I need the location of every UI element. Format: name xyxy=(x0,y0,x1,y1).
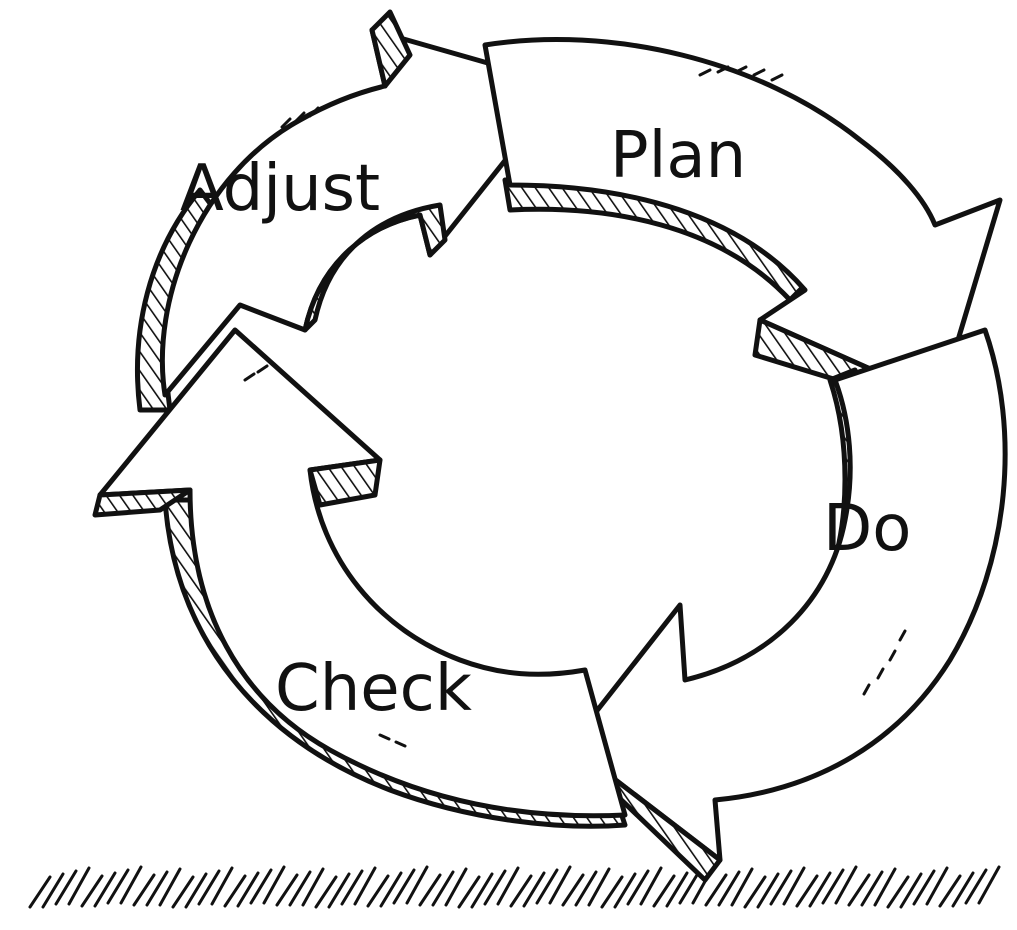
ground-hatch-line xyxy=(67,866,91,906)
arrow-check-strokes xyxy=(243,364,407,748)
ground-hatch-line xyxy=(379,871,403,908)
ground-hatch-line xyxy=(717,870,741,907)
ground-hatch-line xyxy=(847,873,871,907)
ground-hatch-line xyxy=(756,872,780,909)
arrow-check-head-shadow xyxy=(92,487,193,518)
ground-hatch-line xyxy=(366,874,390,908)
arrow-plan-strokes xyxy=(698,65,784,82)
ground-hatch-line xyxy=(548,865,572,905)
ground-hatch-line xyxy=(145,870,169,907)
ground-hatch-line xyxy=(834,865,858,905)
ground-hatch-line xyxy=(561,873,585,907)
ground-hatch-line xyxy=(509,874,533,908)
ground-hatch-line xyxy=(249,868,273,905)
arrow-do xyxy=(567,327,1008,883)
ground-hatch-line xyxy=(54,869,78,906)
ground-hatch-line xyxy=(80,874,104,908)
arrow-do-body xyxy=(567,327,1008,863)
ground-hatch-line xyxy=(587,867,611,907)
ground-hatch-line xyxy=(132,873,156,907)
ground-hatch-line xyxy=(483,869,507,906)
ground-hatch-line xyxy=(470,872,494,909)
ground-hatch-line xyxy=(769,869,793,906)
ground-hatch-line xyxy=(353,866,377,906)
ground-hatch-line xyxy=(431,870,455,907)
ground-hatch-line xyxy=(665,871,689,908)
ground-hatch-line xyxy=(912,869,936,906)
ground-hatch-line xyxy=(925,866,949,906)
ground-hatch-line xyxy=(340,869,364,906)
arrow-adjust xyxy=(135,9,568,413)
arrow-check xyxy=(92,327,628,829)
ground-hatch-line xyxy=(184,872,208,909)
ground-hatch-line xyxy=(704,873,728,907)
ground-hatch-line xyxy=(600,875,624,909)
ground-hatch-line xyxy=(639,866,663,906)
ground-hatch-line xyxy=(418,873,442,907)
ground-hatch-line xyxy=(964,868,988,905)
ground-hatch-line xyxy=(106,868,130,905)
ground-hatch-line xyxy=(652,874,676,908)
arrow-plan-body xyxy=(482,36,1003,403)
ground-hatch-line xyxy=(496,866,520,906)
ground-hatch-line xyxy=(860,870,884,907)
stage-label-check: Check xyxy=(275,652,472,726)
ground-hatch-line xyxy=(314,875,338,909)
arrow-check-inner-shadow xyxy=(307,457,383,508)
arrow-do-strokes xyxy=(862,629,907,696)
ground-hatch-line xyxy=(223,874,247,908)
ground-hatch-line xyxy=(262,865,286,905)
ground-hatch-line xyxy=(522,871,546,908)
ground-hatch-line xyxy=(977,865,1001,905)
ground-hatch-line xyxy=(171,875,195,909)
ground-hatch-line xyxy=(808,871,832,908)
ground-hatch-line xyxy=(938,874,962,908)
arrow-adjust-strokes xyxy=(280,106,320,129)
arrow-adjust-inner-shadow xyxy=(302,202,448,333)
ground-hatch-line xyxy=(730,867,754,907)
ground-hatch-line xyxy=(392,868,416,905)
ground-hatch-line xyxy=(782,866,806,906)
ground-shadow xyxy=(28,865,1001,909)
arrow-check-body xyxy=(97,327,628,819)
stage-label-adjust: Adjust xyxy=(180,152,380,226)
ground-hatch-line xyxy=(444,867,468,907)
ground-hatch-line xyxy=(626,869,650,906)
ground-hatch-line xyxy=(158,867,182,907)
ground-hatch-line xyxy=(301,867,325,907)
ground-hatch-line xyxy=(574,870,598,907)
ground-hatch-line xyxy=(405,865,429,905)
ground-hatch-line xyxy=(899,872,923,909)
ground-hatch-line xyxy=(678,868,702,905)
ground-hatch-line xyxy=(197,869,221,906)
ground-hatch-line xyxy=(41,872,65,909)
ground-hatch-line xyxy=(535,868,559,905)
ground-hatch-line xyxy=(288,870,312,907)
ground-hatch-line xyxy=(119,865,143,905)
ground-hatch-line xyxy=(821,868,845,905)
stage-label-plan: Plan xyxy=(610,119,746,193)
ground-hatch-line xyxy=(886,875,910,909)
ground-hatch-line xyxy=(873,867,897,907)
ground-hatch-line xyxy=(93,871,117,908)
arrow-adjust-head-shadow xyxy=(369,9,413,89)
ground-hatch-line xyxy=(236,871,260,908)
ground-hatch-line xyxy=(457,875,481,909)
ground-hatch-line xyxy=(951,871,975,908)
ground-hatch-line xyxy=(327,872,351,909)
ground-hatch-line xyxy=(275,873,299,907)
ground-hatch-line xyxy=(210,866,234,906)
ground-hatch-line xyxy=(743,875,767,909)
ground-hatch-line xyxy=(795,874,819,908)
stage-label-do: Do xyxy=(823,492,911,566)
ground-hatch-line xyxy=(28,875,52,909)
ground-hatch-line xyxy=(613,872,637,909)
